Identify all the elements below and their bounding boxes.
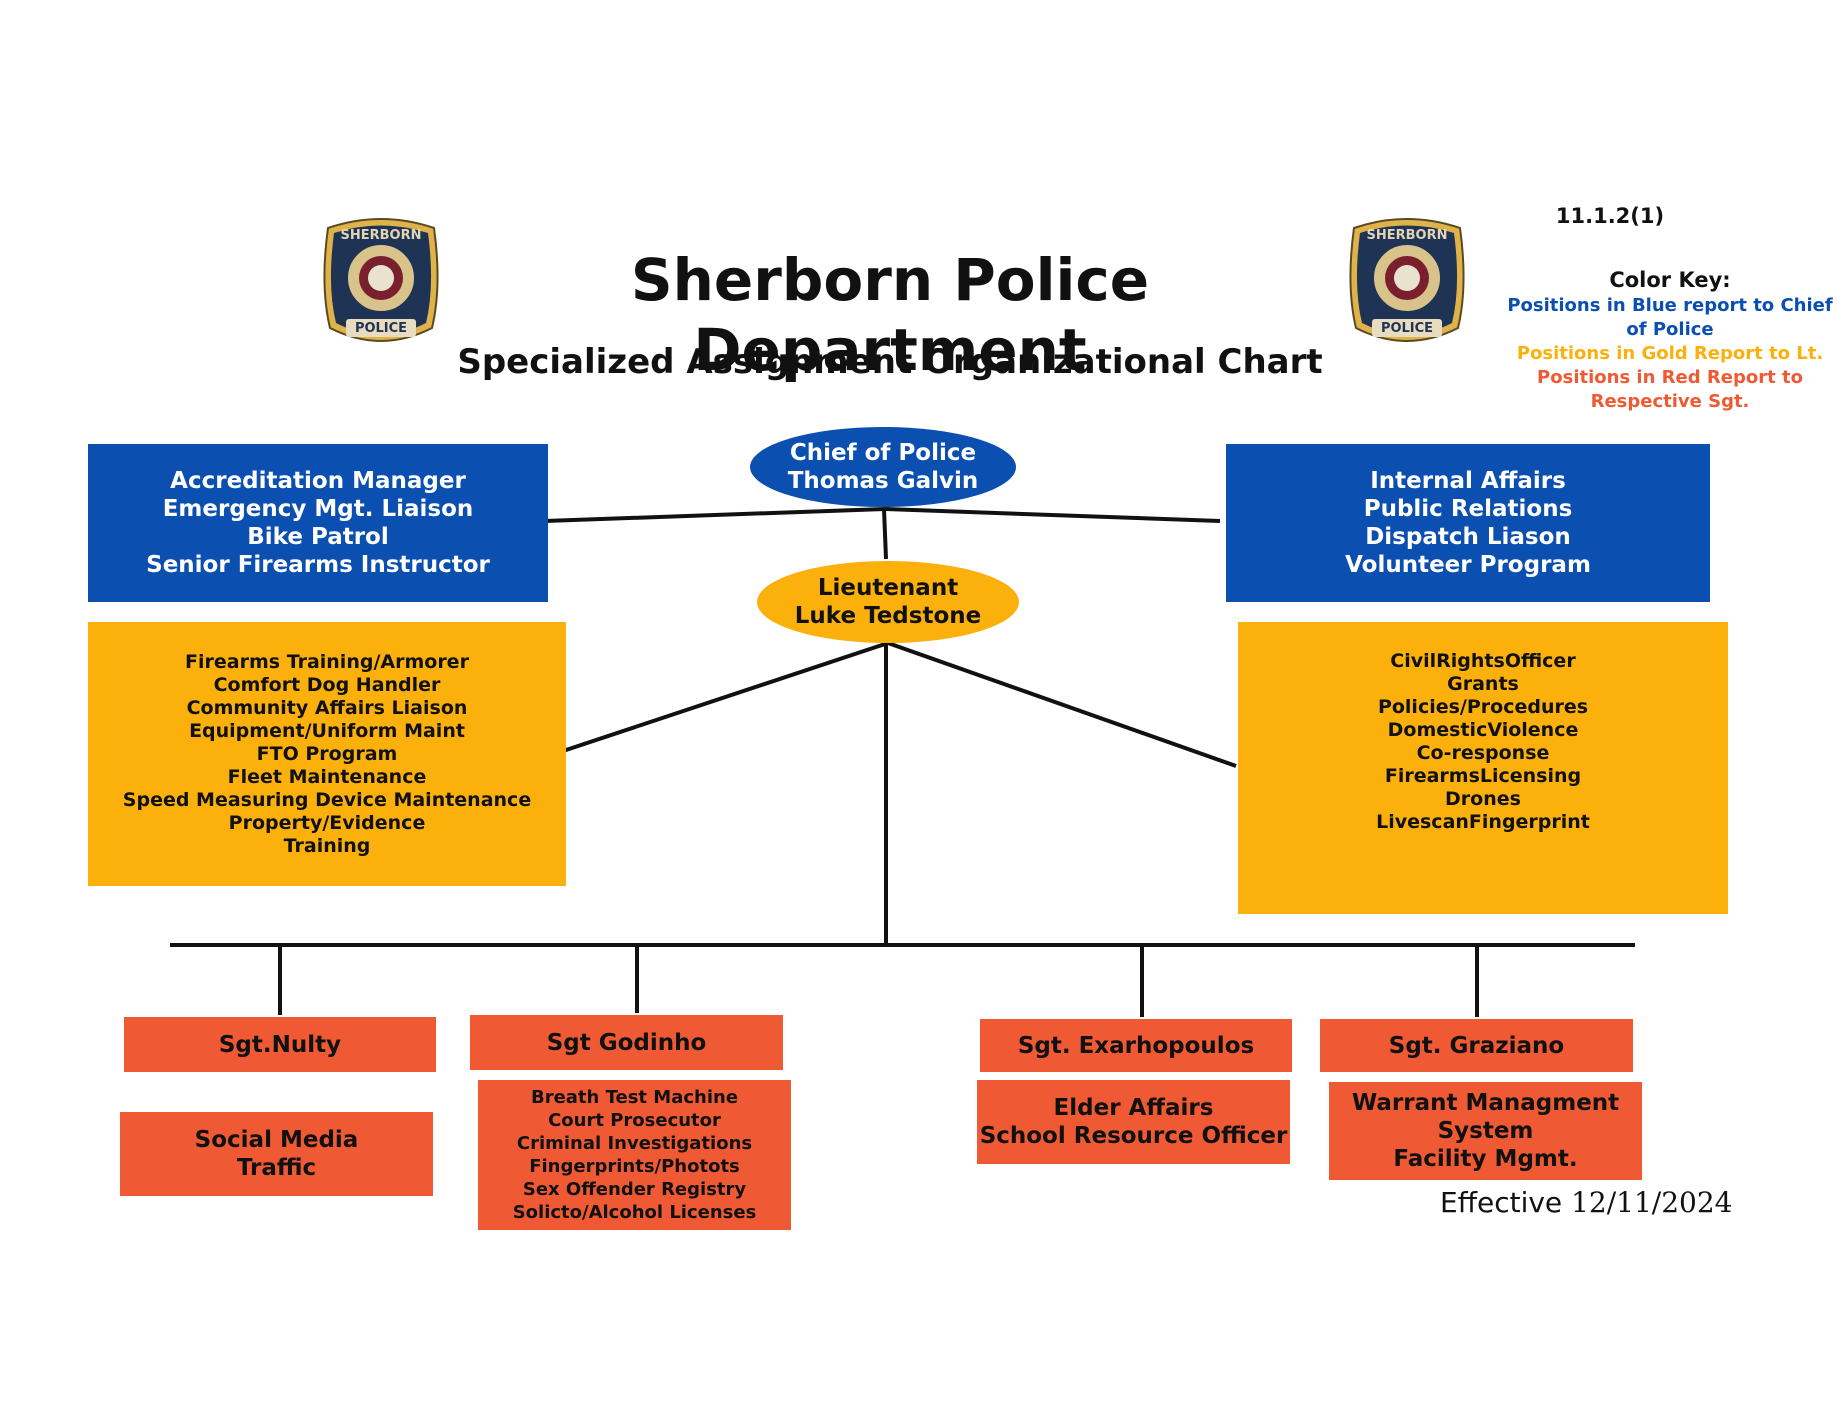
blue-right-item: Dispatch Liason xyxy=(1365,524,1571,550)
duty-item: Social Media xyxy=(194,1127,359,1153)
gold-right-item: Policies/Procedures xyxy=(1377,696,1589,718)
blue-left-item: Bike Patrol xyxy=(247,524,389,550)
gold-right-item: Grants xyxy=(1447,673,1519,695)
blue-left-item: Accreditation Manager xyxy=(170,468,466,494)
sergeant-name: Sgt. Exarhopoulos xyxy=(1017,1032,1255,1059)
gold-right-box: CivilRightsOfficer Grants Policies/Proce… xyxy=(1238,622,1728,914)
gold-left-item: FTO Program xyxy=(256,742,398,765)
blue-right-item: Public Relations xyxy=(1363,496,1573,522)
blue-right-item: Internal Affairs xyxy=(1370,468,1566,494)
chief-title: Chief of Police xyxy=(789,440,977,466)
sergeant-box-nulty: Sgt.Nulty xyxy=(124,1017,436,1072)
gold-right-item: Drones xyxy=(1445,788,1521,810)
chief-to-lieutenant-line xyxy=(882,508,888,560)
chief-of-police-node: Chief of Police Thomas Galvin xyxy=(750,427,1016,507)
duty-item: Facility Mgmt. xyxy=(1393,1146,1578,1172)
blue-right-box: Internal Affairs Public Relations Dispat… xyxy=(1226,444,1710,602)
chief-to-right-blue-line xyxy=(884,507,1221,523)
police-badge-left-logo: SHERBORN POLICE xyxy=(320,216,442,350)
duties-box-godinho: Breath Test Machine Court Prosecutor Cri… xyxy=(478,1080,791,1230)
gold-right-item: Co-response xyxy=(1416,742,1550,764)
sergeant-box-godinho: Sgt Godinho xyxy=(470,1015,783,1070)
chief-name: Thomas Galvin xyxy=(787,468,979,494)
effective-date: Effective 12/11/2024 xyxy=(1440,1186,1740,1219)
duty-item: Court Prosecutor xyxy=(548,1110,721,1131)
color-key-blue-line-1: Positions in Blue report to Chief xyxy=(1507,295,1833,316)
gold-left-item: Firearms Training/Armorer xyxy=(185,650,469,673)
lieutenant-to-right-gold-line xyxy=(887,641,1237,768)
duty-item: Warrant Managment xyxy=(1351,1090,1620,1116)
sergeant-box-exarhopoulos: Sgt. Exarhopoulos xyxy=(980,1019,1292,1072)
blue-left-item: Senior Firearms Instructor xyxy=(146,552,490,578)
lieutenant-name: Luke Tedstone xyxy=(794,603,982,629)
duty-item: Elder Affairs xyxy=(1053,1095,1214,1121)
blue-right-item: Volunteer Program xyxy=(1345,552,1591,578)
badge-right-top-text: SHERBORN xyxy=(1366,228,1448,243)
sergeant-name: Sgt Godinho xyxy=(546,1029,707,1056)
badge-left-bottom-text: POLICE xyxy=(354,321,408,336)
duty-item: Fingerprints/Photots xyxy=(529,1156,740,1177)
color-key-blue-line-2: of Police xyxy=(1626,319,1714,340)
gold-right-item: CivilRightsOfficer xyxy=(1390,650,1576,672)
blue-left-box: Accreditation Manager Emergency Mgt. Lia… xyxy=(88,444,548,602)
badge-left-top-text: SHERBORN xyxy=(340,228,422,243)
color-key-red-line-1: Positions in Red Report to xyxy=(1537,367,1803,388)
lieutenant-node: Lieutenant Luke Tedstone xyxy=(757,561,1019,643)
chief-to-left-blue-line xyxy=(544,507,886,523)
gold-left-item: Comfort Dog Handler xyxy=(213,673,441,696)
document-number: 11.1.2(1) xyxy=(1555,204,1665,228)
gold-left-item: Property/Evidence xyxy=(228,811,426,834)
gold-left-item: Training xyxy=(283,834,371,857)
duty-item: Solicto/Alcohol Licenses xyxy=(512,1202,757,1223)
color-key-red-line-2: Respective Sgt. xyxy=(1590,391,1750,412)
duty-item: Criminal Investigations xyxy=(516,1133,753,1154)
lieutenant-title: Lieutenant xyxy=(817,575,959,601)
gold-right-item: LivescanFingerprint xyxy=(1376,811,1590,833)
sergeant-name: Sgt. Graziano xyxy=(1388,1032,1565,1059)
color-key: Color Key: Positions in Blue report to C… xyxy=(1505,266,1835,414)
gold-left-item: Equipment/Uniform Maint xyxy=(189,719,465,742)
duty-item: Sex Offender Registry xyxy=(522,1179,747,1200)
duties-box-graziano: Warrant Managment System Facility Mgmt. xyxy=(1329,1082,1642,1180)
gold-right-item: FirearmsLicensing xyxy=(1384,765,1582,787)
color-key-gold-line: Positions in Gold Report to Lt. xyxy=(1516,343,1824,364)
duty-item: System xyxy=(1437,1118,1534,1144)
duties-box-nulty: Social Media Traffic xyxy=(120,1112,433,1196)
effective-label: Effective xyxy=(1440,1186,1563,1219)
gold-left-item: Fleet Maintenance xyxy=(227,765,427,788)
effective-date-value: 12/11/2024 xyxy=(1571,1186,1733,1219)
duty-item: Breath Test Machine xyxy=(530,1087,739,1108)
gold-left-item: Community Affairs Liaison xyxy=(186,696,468,719)
duty-item: Traffic xyxy=(236,1155,317,1181)
gold-left-box: Firearms Training/Armorer Comfort Dog Ha… xyxy=(88,622,566,886)
page-title: Sherborn Police Department xyxy=(630,246,1150,384)
color-key-heading: Color Key: xyxy=(1609,268,1731,292)
blue-left-item: Emergency Mgt. Liaison xyxy=(162,496,474,522)
duty-item: School Resource Officer xyxy=(979,1123,1288,1149)
lieutenant-to-left-gold-line xyxy=(562,641,889,753)
sergeant-box-graziano: Sgt. Graziano xyxy=(1320,1019,1633,1072)
duties-box-exarhopoulos: Elder Affairs School Resource Officer xyxy=(977,1080,1290,1164)
page-subtitle: Specialized Assignment Organizational Ch… xyxy=(457,342,1323,382)
gold-right-item: DomesticViolence xyxy=(1387,719,1579,741)
police-badge-right-logo: SHERBORN POLICE xyxy=(1346,216,1468,350)
badge-right-bottom-text: POLICE xyxy=(1380,321,1434,336)
sergeant-name: Sgt.Nulty xyxy=(218,1031,342,1058)
gold-left-item: Speed Measuring Device Maintenance xyxy=(122,788,532,811)
